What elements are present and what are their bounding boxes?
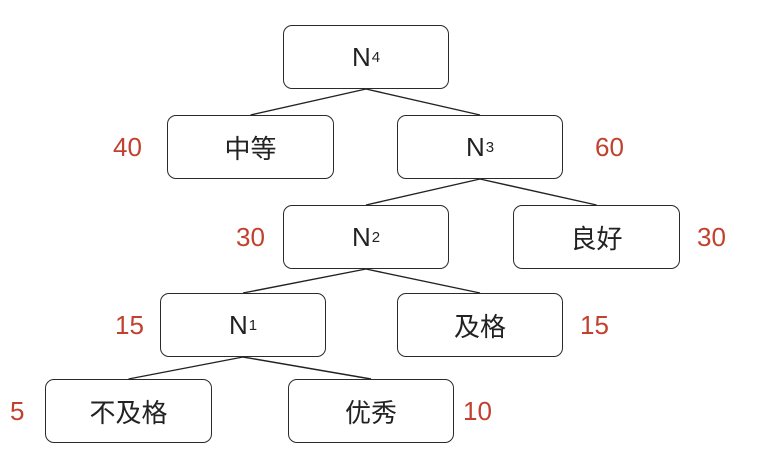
edge-n4-zhongdeng: [250, 88, 367, 116]
edge-n2-jige: [365, 268, 481, 294]
node-lianghao-label: 良好: [570, 223, 623, 254]
node-jige-label: 及格: [453, 311, 506, 342]
weight-lianghao: 30: [697, 222, 726, 252]
node-n4-label: N: [351, 41, 371, 72]
node-n1-subscript: 1: [248, 316, 258, 334]
edge-n4-n3: [365, 88, 481, 116]
node-lianghao: 良好: [513, 205, 680, 269]
weight-n1: 15: [115, 310, 144, 340]
node-n2-label: N: [351, 221, 371, 252]
weight-jige: 15: [580, 310, 609, 340]
node-bujige-label: 不及格: [89, 397, 168, 428]
node-zhongdeng: 中等: [167, 115, 334, 179]
node-n4-subscript: 4: [371, 48, 381, 66]
node-n3-subscript: 3: [485, 138, 495, 156]
edge-n3-lianghao: [479, 178, 597, 206]
edge-n1-youxiu: [242, 356, 372, 380]
edge-n3-n2: [365, 178, 481, 206]
weight-bujige: 5: [10, 396, 25, 426]
node-jige: 及格: [397, 293, 563, 357]
weight-n3: 60: [595, 132, 624, 162]
weight-youxiu: 10: [463, 396, 492, 426]
weight-zhongdeng: 40: [113, 132, 142, 162]
node-bujige: 不及格: [45, 379, 212, 443]
node-n3-label: N: [465, 131, 485, 162]
weight-n2: 30: [236, 222, 265, 252]
node-youxiu: 优秀: [288, 379, 454, 443]
node-youxiu-label: 优秀: [344, 397, 397, 428]
edge-n1-bujige: [128, 356, 244, 380]
node-zhongdeng-label: 中等: [224, 133, 277, 164]
node-n2-subscript: 2: [371, 228, 381, 246]
edge-n2-n1: [242, 268, 367, 294]
node-n1-label: N: [228, 309, 248, 340]
